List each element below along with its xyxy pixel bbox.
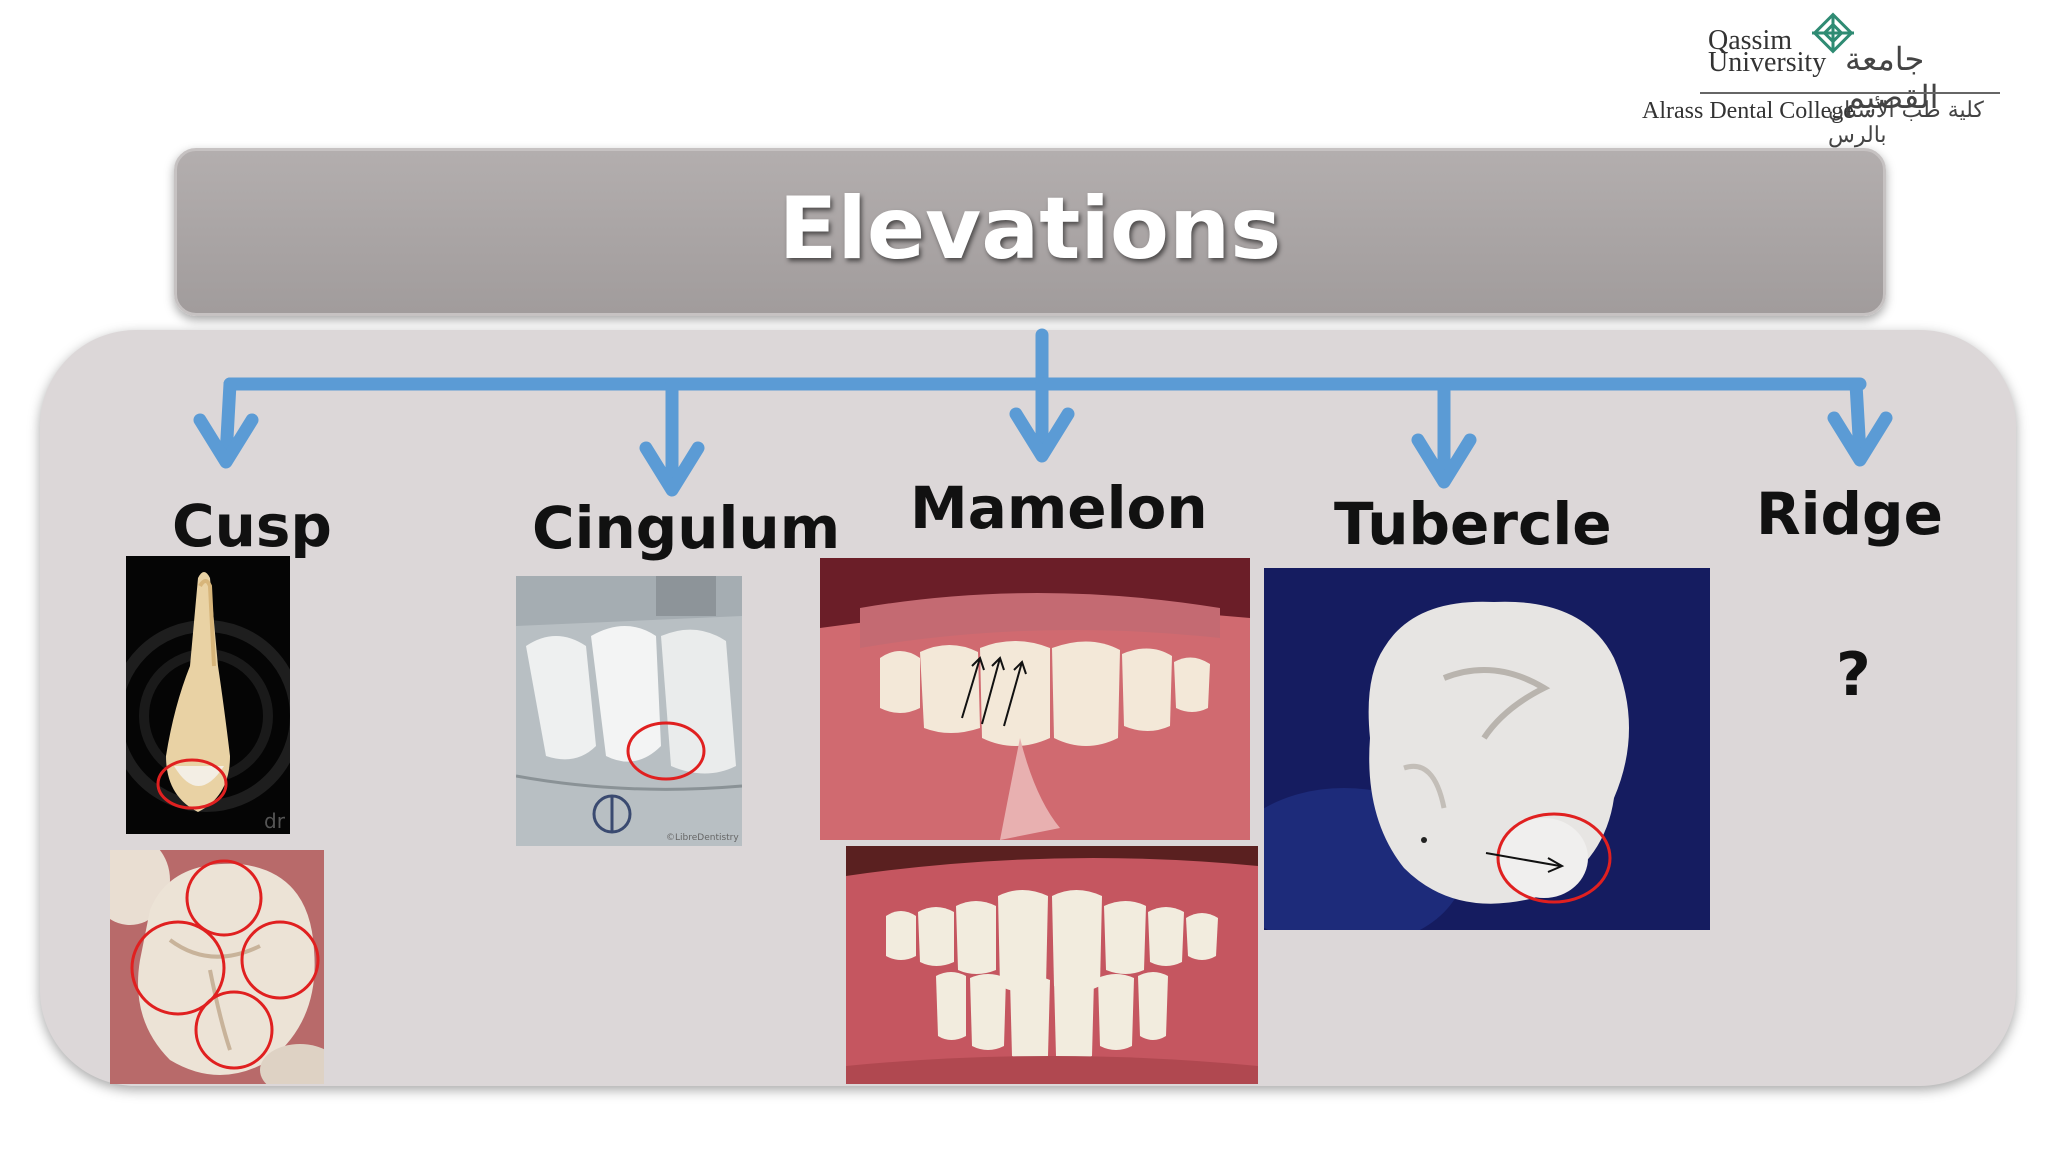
arrow-stem-cusp: [219, 377, 237, 463]
cingulum-watermark: ©LibreDentistry: [666, 833, 739, 843]
arrow-stem-ridge: [1849, 377, 1867, 461]
label-cusp: Cusp: [172, 492, 332, 560]
arrow-head-ridge: [1827, 411, 1893, 467]
label-tubercle: Tubercle: [1334, 490, 1612, 558]
cusp-watermark: dr: [264, 809, 286, 833]
page-title: Elevations: [778, 179, 1282, 279]
university-logo: Qassim University جامعة القصيم Alrass De…: [1630, 10, 2020, 148]
cusp-molar-photo: [110, 850, 324, 1084]
label-mamelon: Mamelon: [910, 474, 1208, 542]
tubercle-photo: [1264, 568, 1710, 930]
logo-divider: [1700, 92, 2000, 94]
logo-line-2: University: [1708, 47, 1827, 78]
ridge-placeholder: ?: [1836, 640, 1871, 710]
cingulum-photo: ©LibreDentistry: [516, 576, 742, 846]
label-ridge: Ridge: [1756, 480, 1943, 548]
arrow-head-cusp: [193, 413, 259, 469]
logo-line-1: Qassim: [1708, 25, 1792, 56]
arrow-head-tubercle: [1411, 433, 1477, 489]
arrow-head-cingulum: [639, 441, 705, 497]
university-emblem-icon: [1812, 12, 1854, 54]
mamelon-photo-2: [846, 846, 1258, 1084]
arrow-head-mamelon: [1009, 407, 1075, 463]
cusp-canine-photo: dr: [126, 556, 290, 834]
logo-arabic-name: جامعة القصيم: [1845, 40, 1939, 116]
logo-arabic-college: كلية طب الأسنان بالرس: [1828, 98, 1984, 148]
logo-college-name: Alrass Dental College: [1642, 98, 1854, 124]
title-bar: Elevations: [174, 148, 1886, 316]
mamelon-photo-1: [820, 558, 1250, 840]
label-cingulum: Cingulum: [532, 494, 841, 562]
